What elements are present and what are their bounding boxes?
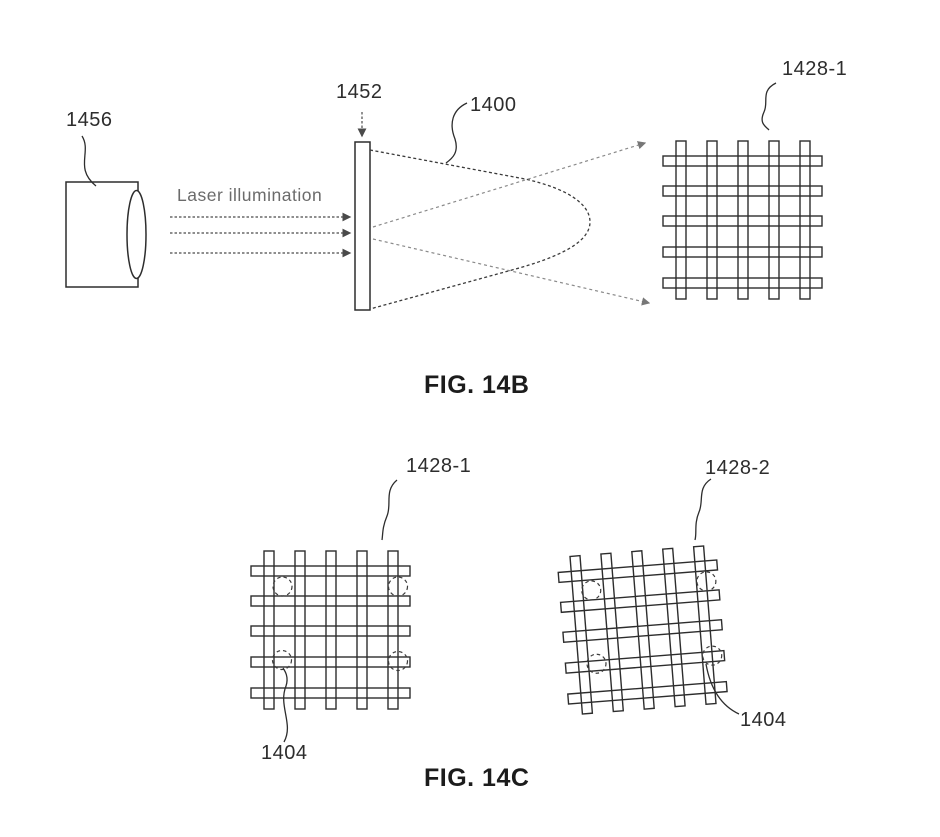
grid-horizontal-bar <box>250 656 411 668</box>
feature-circle-1404 <box>387 576 409 597</box>
label-1456: 1456 <box>66 109 113 131</box>
grid-vertical-bar <box>692 545 717 705</box>
leader-1428-1-top <box>761 82 777 131</box>
grid-vertical-bar <box>600 552 625 713</box>
leader-1428-2 <box>694 478 712 541</box>
grid-vertical-bar <box>294 550 306 710</box>
label-1428-2: 1428-2 <box>705 457 771 479</box>
grid-horizontal-bar <box>250 687 411 699</box>
grid-vertical-bar <box>356 550 368 710</box>
diffuser-bar <box>354 141 371 311</box>
grid-vertical-bar <box>661 547 686 708</box>
label-1404-left: 1404 <box>261 742 308 764</box>
feature-circle-1404 <box>581 580 602 601</box>
grid-vertical-bar <box>799 140 811 300</box>
label-1400: 1400 <box>470 94 517 116</box>
leader-1404-left <box>282 667 289 743</box>
leader-1404-right <box>705 663 740 715</box>
label-1452: 1452 <box>336 81 383 103</box>
feature-circle-1404 <box>586 653 607 674</box>
feature-circle-1404 <box>696 571 717 592</box>
grid-horizontal-bar <box>559 589 721 614</box>
grid-vertical-bar <box>675 140 687 300</box>
grid-horizontal-bar <box>250 625 411 637</box>
grid-vertical-bar <box>569 554 594 715</box>
grid-vertical-bar <box>325 550 337 710</box>
grid-horizontal-bar <box>250 595 411 607</box>
laser-lens-ellipse <box>126 189 147 280</box>
feature-circle-1404 <box>387 650 409 672</box>
grid-vertical-bar <box>631 550 655 710</box>
grid-horizontal-bar <box>250 565 411 577</box>
dot-grid-14c-right <box>557 545 728 715</box>
leader-1428-1-bottom <box>381 479 398 541</box>
grid-horizontal-bar <box>562 619 723 643</box>
grid-vertical-bar <box>263 550 275 710</box>
fig-14c-caption: FIG. 14C <box>424 764 530 792</box>
beam-ray-upper <box>372 141 647 228</box>
beam-envelope <box>369 149 591 310</box>
label-1428-1-bottom: 1428-1 <box>406 455 472 477</box>
laser-illumination-annotation: Laser illumination <box>177 185 323 205</box>
dot-grid-14b <box>662 140 823 300</box>
dot-grid-14c-left <box>250 550 411 710</box>
grid-horizontal-bar <box>557 559 719 584</box>
grid-vertical-bar <box>387 550 399 710</box>
leader-1400 <box>445 102 468 164</box>
grid-horizontal-bar <box>564 649 726 674</box>
feature-circle-1404 <box>272 576 293 597</box>
label-1428-1-top: 1428-1 <box>782 58 848 80</box>
feature-circle-1404 <box>702 645 723 666</box>
feature-circle-1404 <box>271 649 293 671</box>
laser-beam-arrows <box>170 212 352 258</box>
grid-horizontal-bar <box>662 185 823 197</box>
grid-horizontal-bar <box>662 246 823 258</box>
grid-horizontal-bar <box>662 155 823 167</box>
grid-vertical-bar <box>768 140 780 300</box>
laser-source-box <box>65 181 139 288</box>
grid-vertical-bar <box>706 140 718 300</box>
grid-horizontal-bar <box>662 215 823 227</box>
grid-horizontal-bar <box>662 277 823 289</box>
fig-14b-caption: FIG. 14B <box>424 371 530 399</box>
grid-vertical-bar <box>737 140 749 300</box>
beam-ray-lower <box>372 238 651 306</box>
grid-horizontal-bar <box>567 680 728 705</box>
label-1404-right: 1404 <box>740 709 787 731</box>
leader-1456 <box>81 135 97 187</box>
